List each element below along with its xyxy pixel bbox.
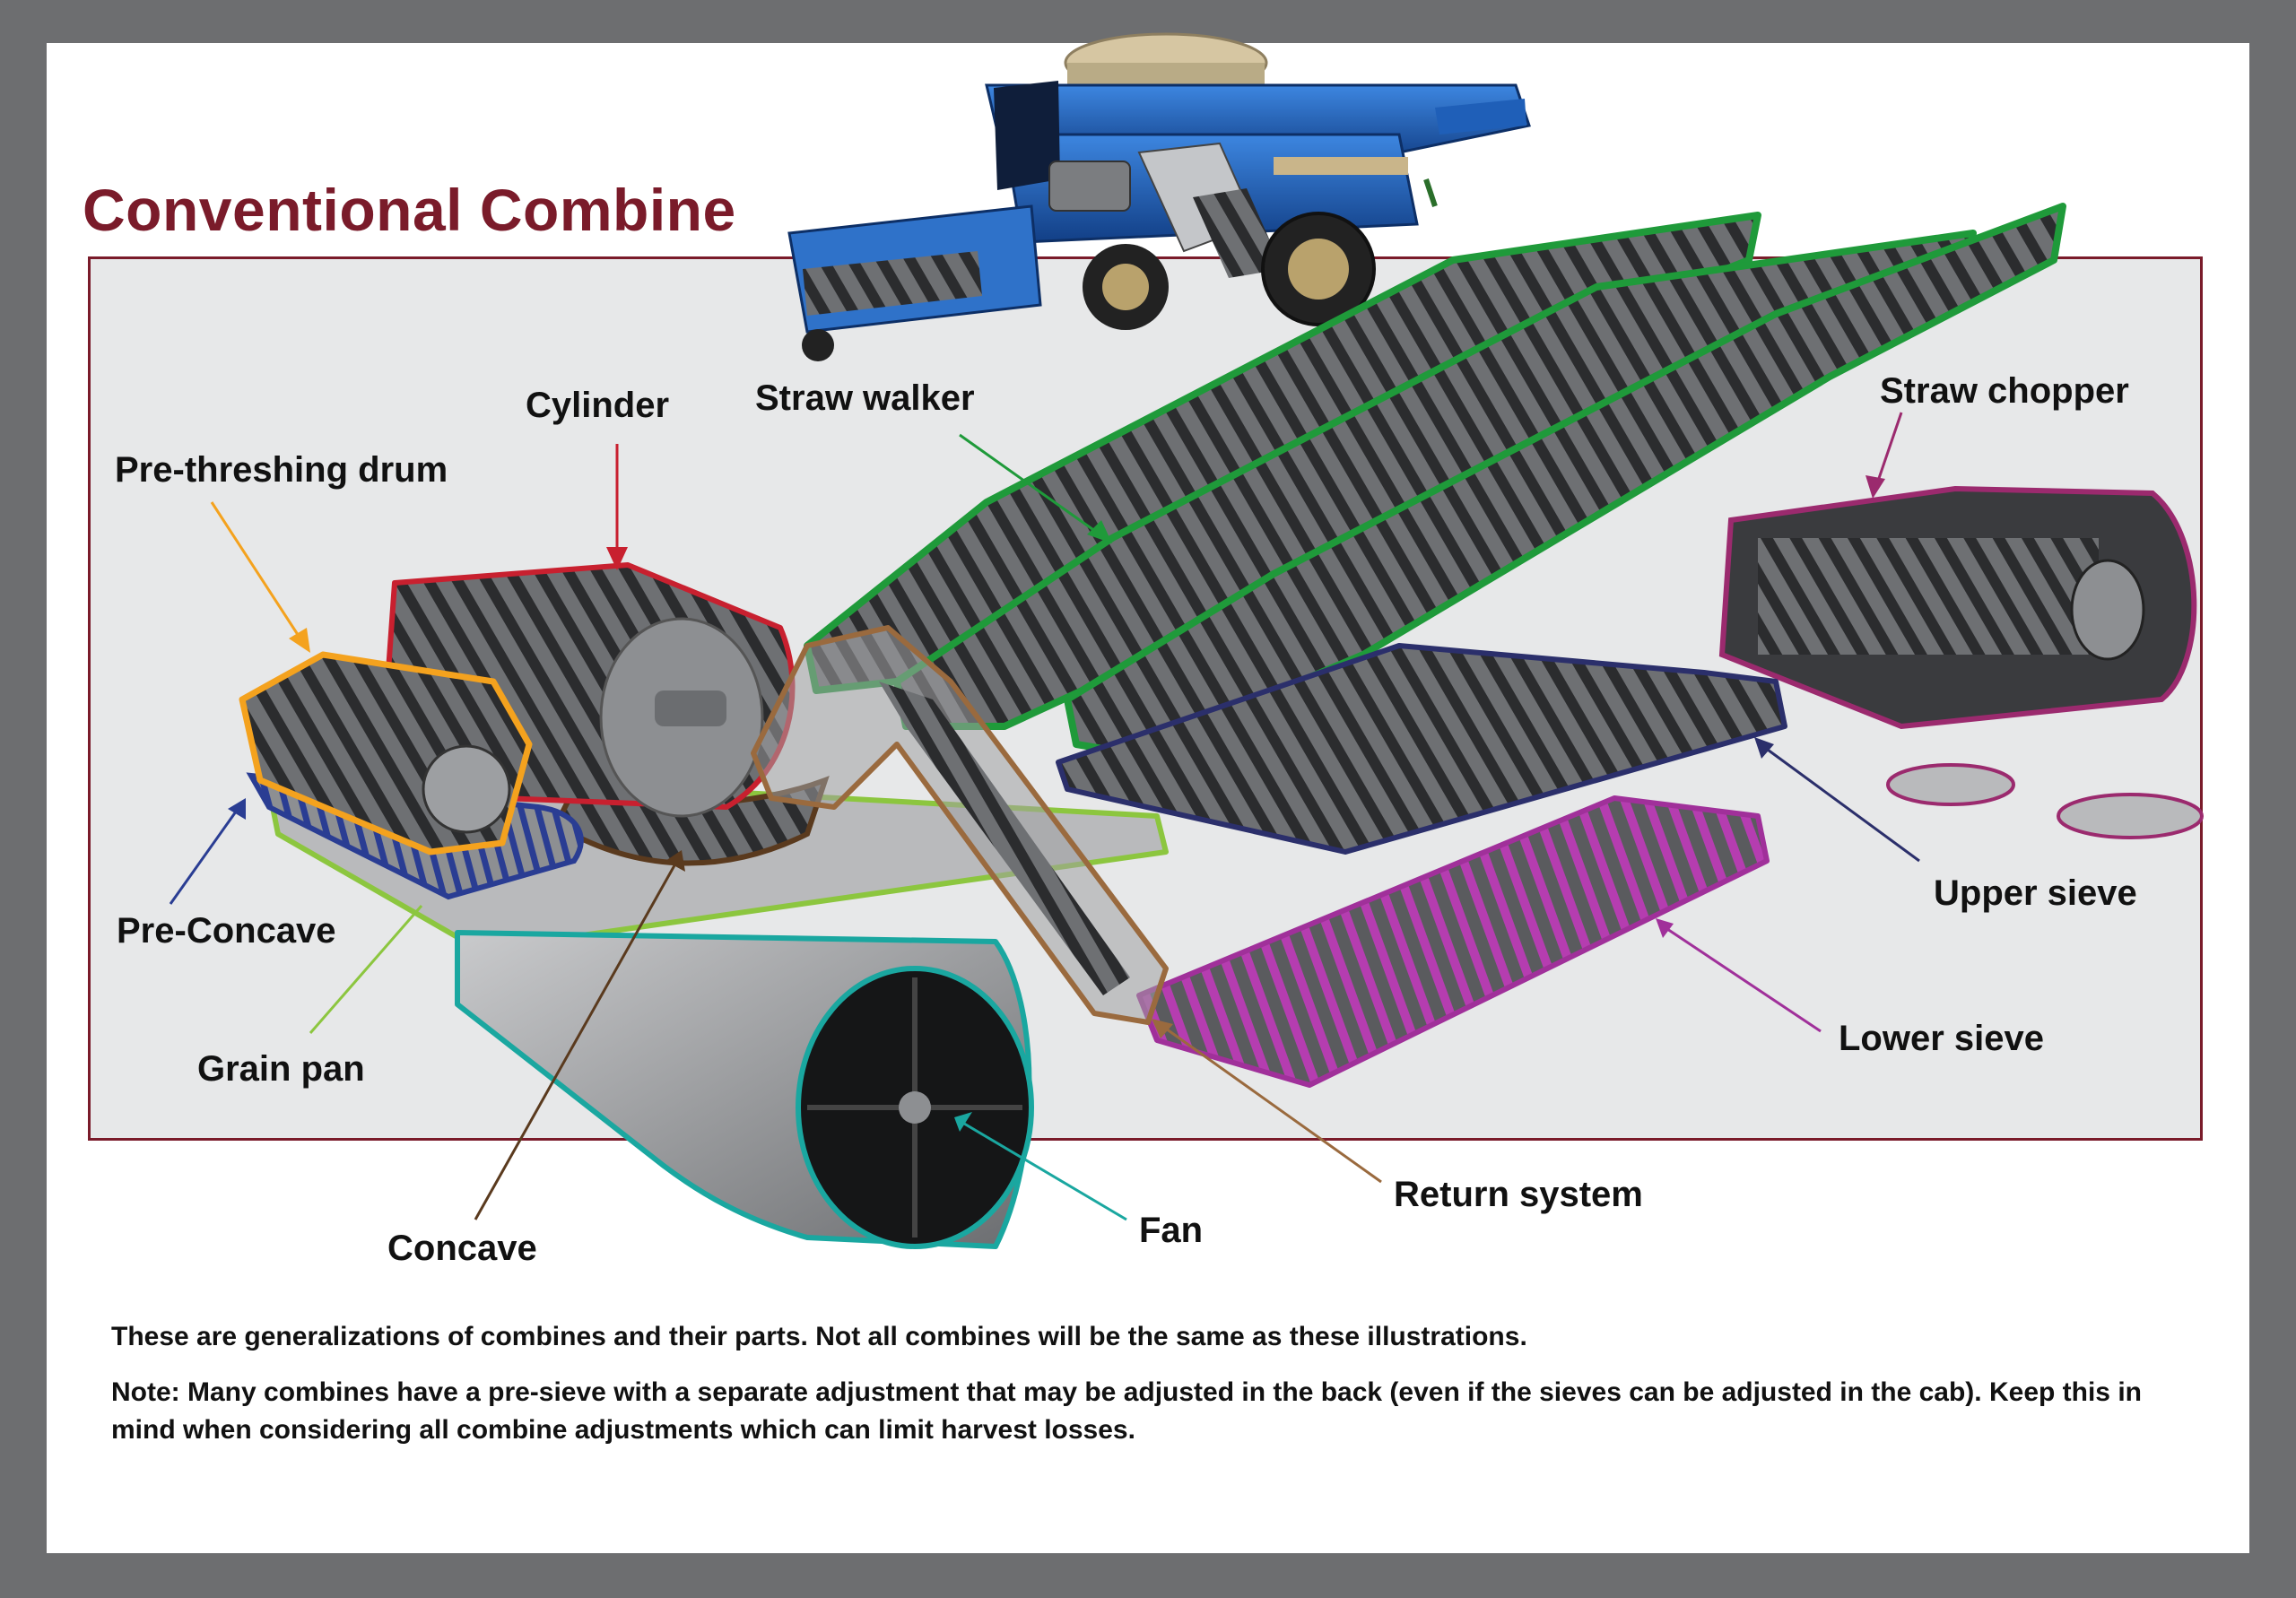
cylinder-leader-line xyxy=(606,444,628,570)
pre-threshing-drum-part xyxy=(239,651,533,855)
fan-leader-line xyxy=(954,1112,1127,1221)
label-pre-concave: Pre-Concave xyxy=(117,911,336,951)
lower-sieve-part xyxy=(1136,795,1770,1088)
straw-chopper-part xyxy=(1718,485,2204,839)
lower-sieve-leader-line xyxy=(1656,918,1822,1033)
label-lower-sieve: Lower sieve xyxy=(1839,1019,2045,1058)
page-title: Conventional Combine xyxy=(83,177,736,243)
generalization-note: These are generalizations of combines an… xyxy=(111,1322,1527,1351)
straw-walker-part xyxy=(804,203,2066,757)
pre-threshing-drum-leader-line xyxy=(210,501,310,653)
grain-pan-leader-line xyxy=(309,905,423,1034)
upper-sieve-part xyxy=(1056,643,1787,855)
pre-sieve-note: Note: Many combines have a pre-sieve wit… xyxy=(111,1377,2142,1445)
cylinder-part xyxy=(383,562,796,818)
label-upper-sieve: Upper sieve xyxy=(1934,873,2137,913)
label-straw-walker: Straw walker xyxy=(755,378,975,418)
straw-chopper-leader-line xyxy=(1866,412,1903,499)
leader-lines xyxy=(169,412,1920,1221)
return-system-part xyxy=(751,625,1169,1025)
pre-concave-leader-line xyxy=(169,798,246,905)
label-cylinder: Cylinder xyxy=(526,386,670,425)
label-concave: Concave xyxy=(387,1229,537,1268)
combine-harvester-illustration xyxy=(787,32,1531,361)
concave-leader-line xyxy=(474,850,685,1220)
return-system-leader-line xyxy=(1152,1019,1382,1184)
label-return-system: Return system xyxy=(1394,1175,1643,1214)
fan-part xyxy=(455,930,1034,1249)
label-straw-chopper: Straw chopper xyxy=(1880,371,2129,411)
label-pre-threshing-drum: Pre-threshing drum xyxy=(115,450,448,490)
label-grain-pan: Grain pan xyxy=(197,1049,365,1089)
straw-walker-leader-line xyxy=(959,433,1112,543)
label-fan: Fan xyxy=(1139,1211,1204,1250)
upper-sieve-leader-line xyxy=(1754,737,1920,863)
